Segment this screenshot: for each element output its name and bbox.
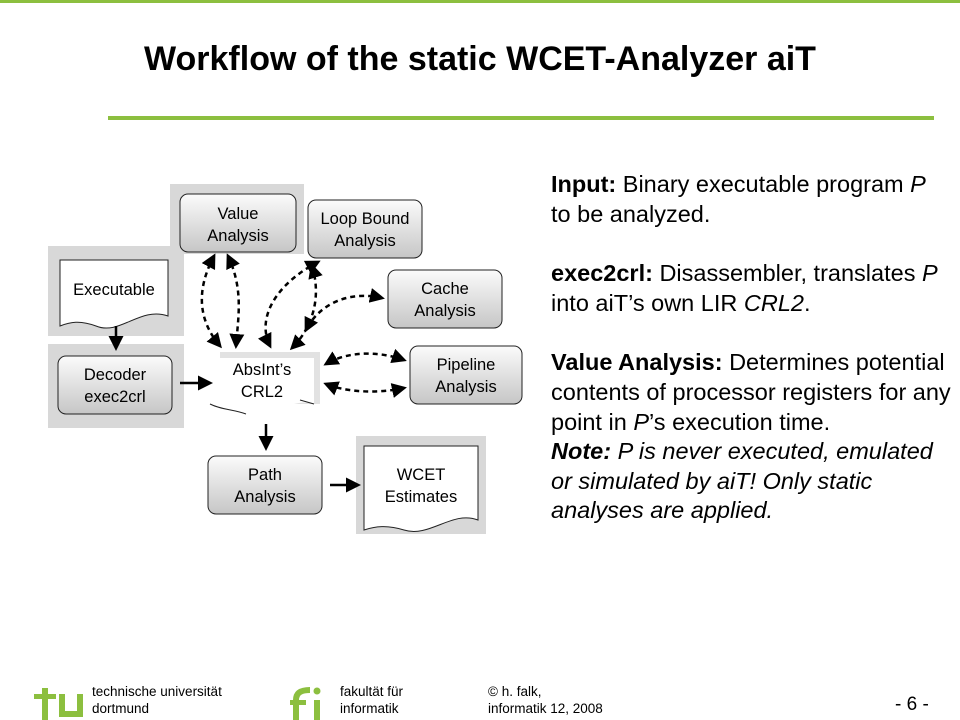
input-paragraph: Input: Binary executable program P to be…	[551, 171, 926, 227]
dashed-arc-cache	[304, 288, 385, 333]
wcet-document: WCET Estimates	[363, 445, 479, 532]
loop-bound-line2: Analysis	[334, 232, 395, 250]
dashed-arc-value-left	[200, 253, 222, 349]
top-accent-line	[0, 0, 960, 3]
value-analysis-paragraph: Value Analysis: Determines potential con…	[551, 349, 951, 524]
value-analysis-line1: Value	[218, 205, 259, 223]
dashed-arc-pipeline-top	[323, 348, 407, 366]
executable-label: Executable	[73, 281, 155, 299]
title-rule	[108, 116, 934, 120]
slide-title: Workflow of the static WCET-Analyzer aiT	[144, 40, 816, 78]
executable-document: Executable	[59, 259, 169, 329]
wcet-line1: WCET	[397, 466, 446, 484]
footer-faculty: fakultät für informatik	[340, 684, 404, 716]
crl2-line1: AbsInt’s	[233, 361, 291, 379]
crl2-line2: CRL2	[241, 383, 283, 401]
fi-logo	[290, 687, 321, 720]
cache-line1: Cache	[421, 280, 469, 298]
pipeline-box: Pipeline Analysis	[409, 345, 523, 405]
value-analysis-label: Value Analysis:	[551, 349, 723, 376]
exec2crl-label: exec2crl:	[551, 260, 653, 287]
value-analysis-box: Value Analysis	[179, 193, 297, 253]
loop-bound-line1: Loop Bound	[320, 210, 409, 228]
decoder-line1: Decoder	[84, 366, 147, 384]
description-text: Input: Binary executable program P to be…	[551, 170, 951, 556]
crl2-document: AbsInt’s CRL2	[209, 352, 320, 416]
page-number: - 6 -	[895, 694, 929, 715]
decoder-line2: exec2crl	[84, 388, 145, 406]
path-analysis-line2: Analysis	[234, 488, 295, 506]
dashed-arc-value-right	[226, 253, 245, 349]
note-label: Note:	[551, 438, 612, 465]
input-label: Input:	[551, 171, 617, 197]
tu-logo	[34, 688, 83, 720]
footer-author: © h. falk, informatik 12, 2008	[488, 684, 603, 716]
loop-bound-box: Loop Bound Analysis	[307, 199, 423, 259]
pipeline-line1: Pipeline	[437, 356, 496, 374]
footer-university: technische universität dortmund	[92, 684, 222, 716]
pipeline-line2: Analysis	[435, 378, 496, 396]
dashed-arc-pipeline-bottom	[323, 381, 407, 398]
crl2-term: CRL2	[743, 289, 804, 316]
decoder-box: Decoder exec2crl	[57, 355, 173, 415]
note-text: P is never executed, emulated or simulat…	[551, 438, 933, 524]
path-analysis-box: Path Analysis	[207, 455, 323, 515]
path-analysis-line1: Path	[248, 466, 282, 484]
cache-box: Cache Analysis	[387, 269, 503, 329]
cache-line2: Analysis	[414, 302, 475, 320]
value-analysis-line2: Analysis	[207, 227, 268, 245]
exec2crl-paragraph: exec2crl: Disassembler, translates P int…	[551, 260, 938, 316]
wcet-line2: Estimates	[385, 488, 457, 506]
input-p: P	[910, 171, 926, 197]
